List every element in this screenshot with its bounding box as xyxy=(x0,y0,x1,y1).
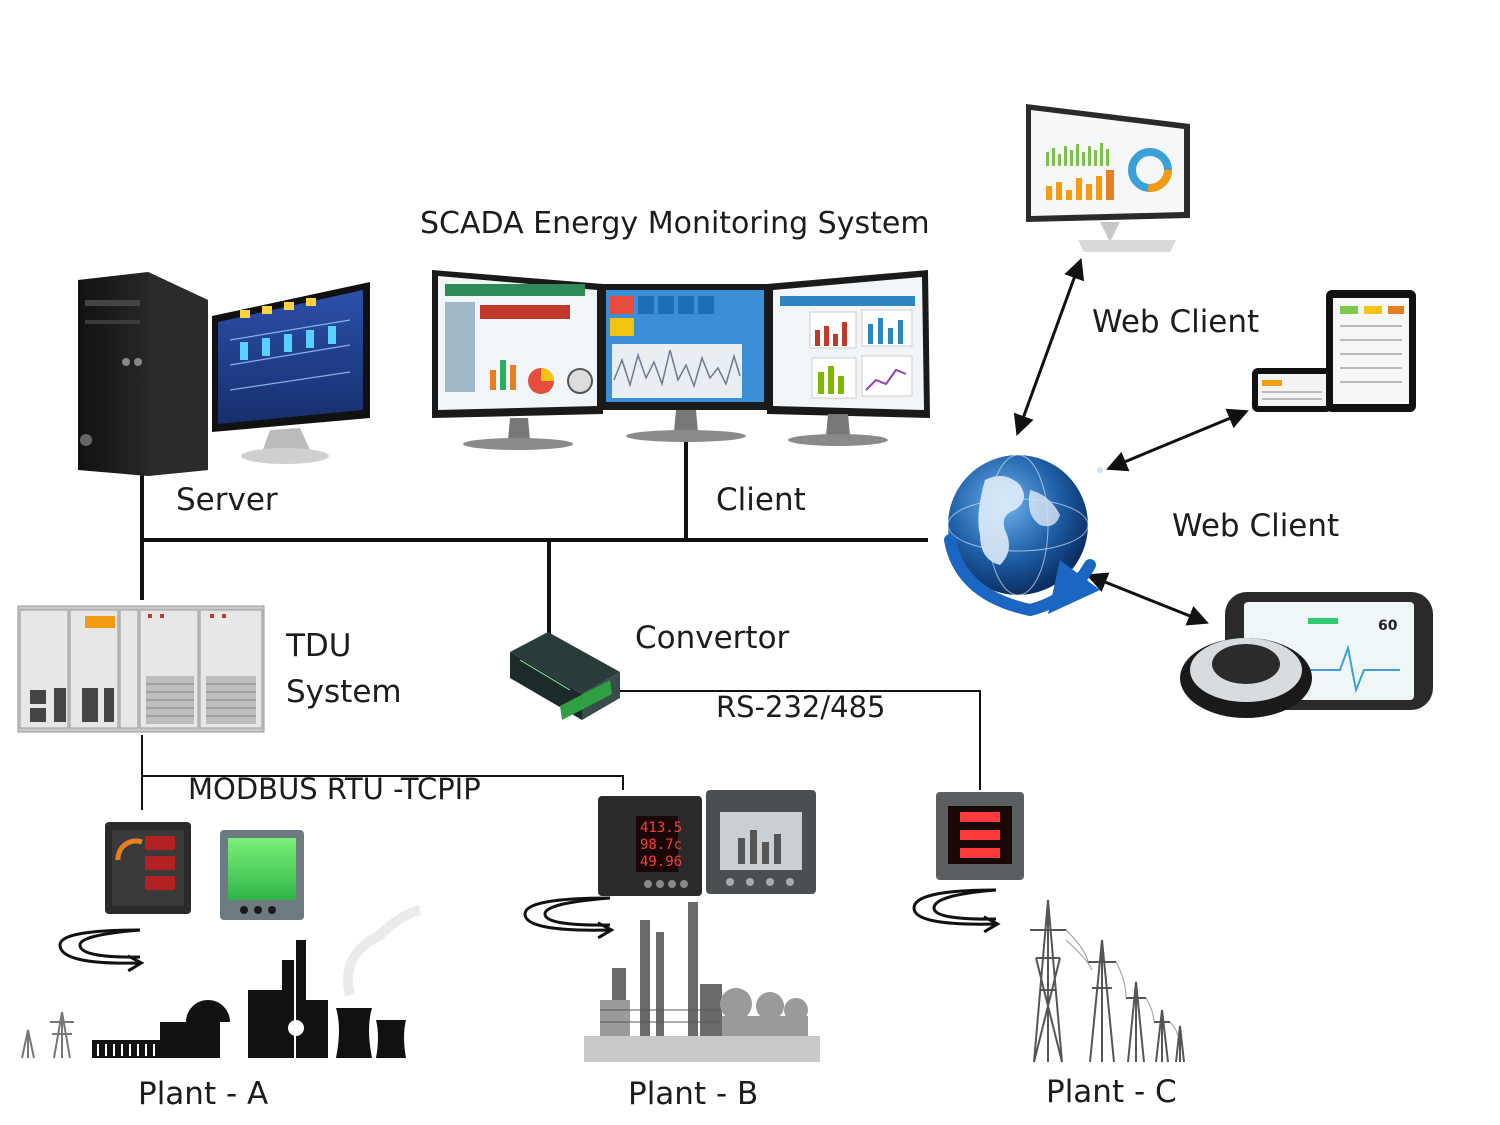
internet-globe xyxy=(944,454,1103,617)
web-arrows xyxy=(1013,258,1249,626)
rotation-arrows xyxy=(58,888,996,963)
plant-c-meter xyxy=(936,792,1024,880)
tdu-label-line1: TDU xyxy=(286,628,352,664)
client-monitors xyxy=(432,270,930,450)
plant-b-reading-1: 413.5 xyxy=(640,820,682,836)
rs-bus-label: RS-232/485 xyxy=(716,690,886,724)
plant-c-transmission xyxy=(1030,899,1185,1063)
server-label: Server xyxy=(176,482,278,518)
plant-b-reading-3: 49.96 xyxy=(640,854,682,870)
plant-b-refinery xyxy=(584,902,820,1062)
web-client-label-top: Web Client xyxy=(1092,304,1260,340)
tdu-label-line2: System xyxy=(286,674,402,710)
plant-b-label: Plant - B xyxy=(628,1076,759,1112)
network-bus-lines xyxy=(140,438,981,810)
web-client-mobile: 60 xyxy=(1180,592,1433,718)
modbus-label: MODBUS RTU -TCPIP xyxy=(188,772,481,806)
mobile-reading: 60 xyxy=(1378,618,1398,634)
plant-b-meters: 413.5 98.7c 49.96 xyxy=(598,790,816,896)
convertor-label: Convertor xyxy=(635,620,790,656)
convertor-device xyxy=(510,632,620,720)
plant-a-label: Plant - A xyxy=(138,1076,269,1112)
web-client-tablet xyxy=(1252,290,1416,412)
web-client-label-mid: Web Client xyxy=(1172,508,1340,544)
diagram-title: SCADA Energy Monitoring System xyxy=(420,206,930,241)
web-client-monitor xyxy=(1026,104,1190,252)
plant-b-reading-2: 98.7c xyxy=(640,837,682,853)
plant-a-factory xyxy=(21,905,422,1059)
plant-c-label: Plant - C xyxy=(1046,1074,1177,1110)
plant-a-meters xyxy=(105,822,304,920)
client-label: Client xyxy=(716,482,806,518)
server-computer xyxy=(78,272,370,476)
tdu-system xyxy=(17,605,265,733)
